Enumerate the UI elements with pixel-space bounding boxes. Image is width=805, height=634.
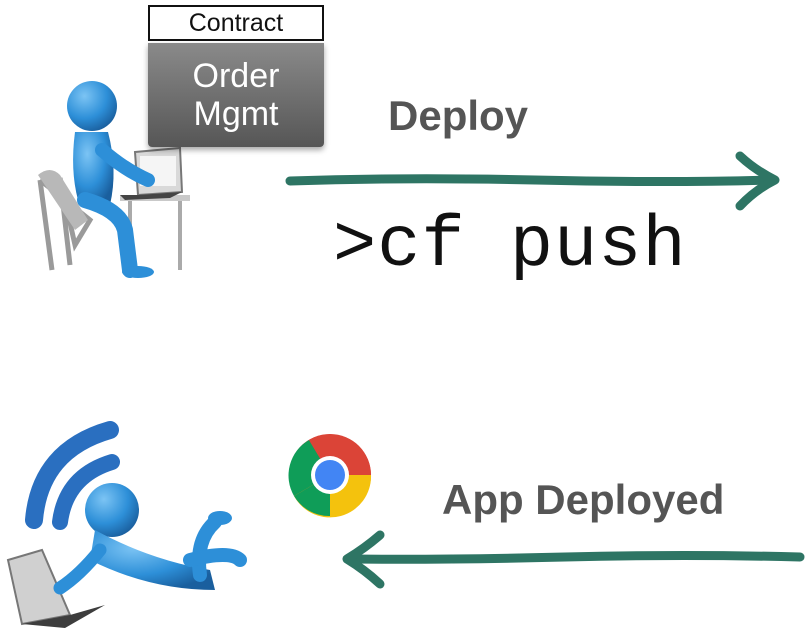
developer-at-laptop-icon <box>37 81 190 278</box>
order-line-1: Order <box>192 57 280 95</box>
chrome-browser-icon <box>288 434 372 518</box>
contract-label: Contract <box>188 8 284 37</box>
contract-header: Contract <box>148 5 324 41</box>
deploy-arrow <box>285 151 780 211</box>
app-deployed-arrow <box>342 530 805 589</box>
order-line-2: Mgmt <box>193 95 279 133</box>
order-mgmt-box: Order Mgmt <box>148 43 324 147</box>
user-lying-with-laptop-icon <box>6 421 247 628</box>
app-deployed-label: App Deployed <box>442 476 725 523</box>
deploy-label: Deploy <box>388 92 529 139</box>
wifi-signal-icon <box>25 421 120 530</box>
cf-push-command: >cf push <box>333 205 687 287</box>
